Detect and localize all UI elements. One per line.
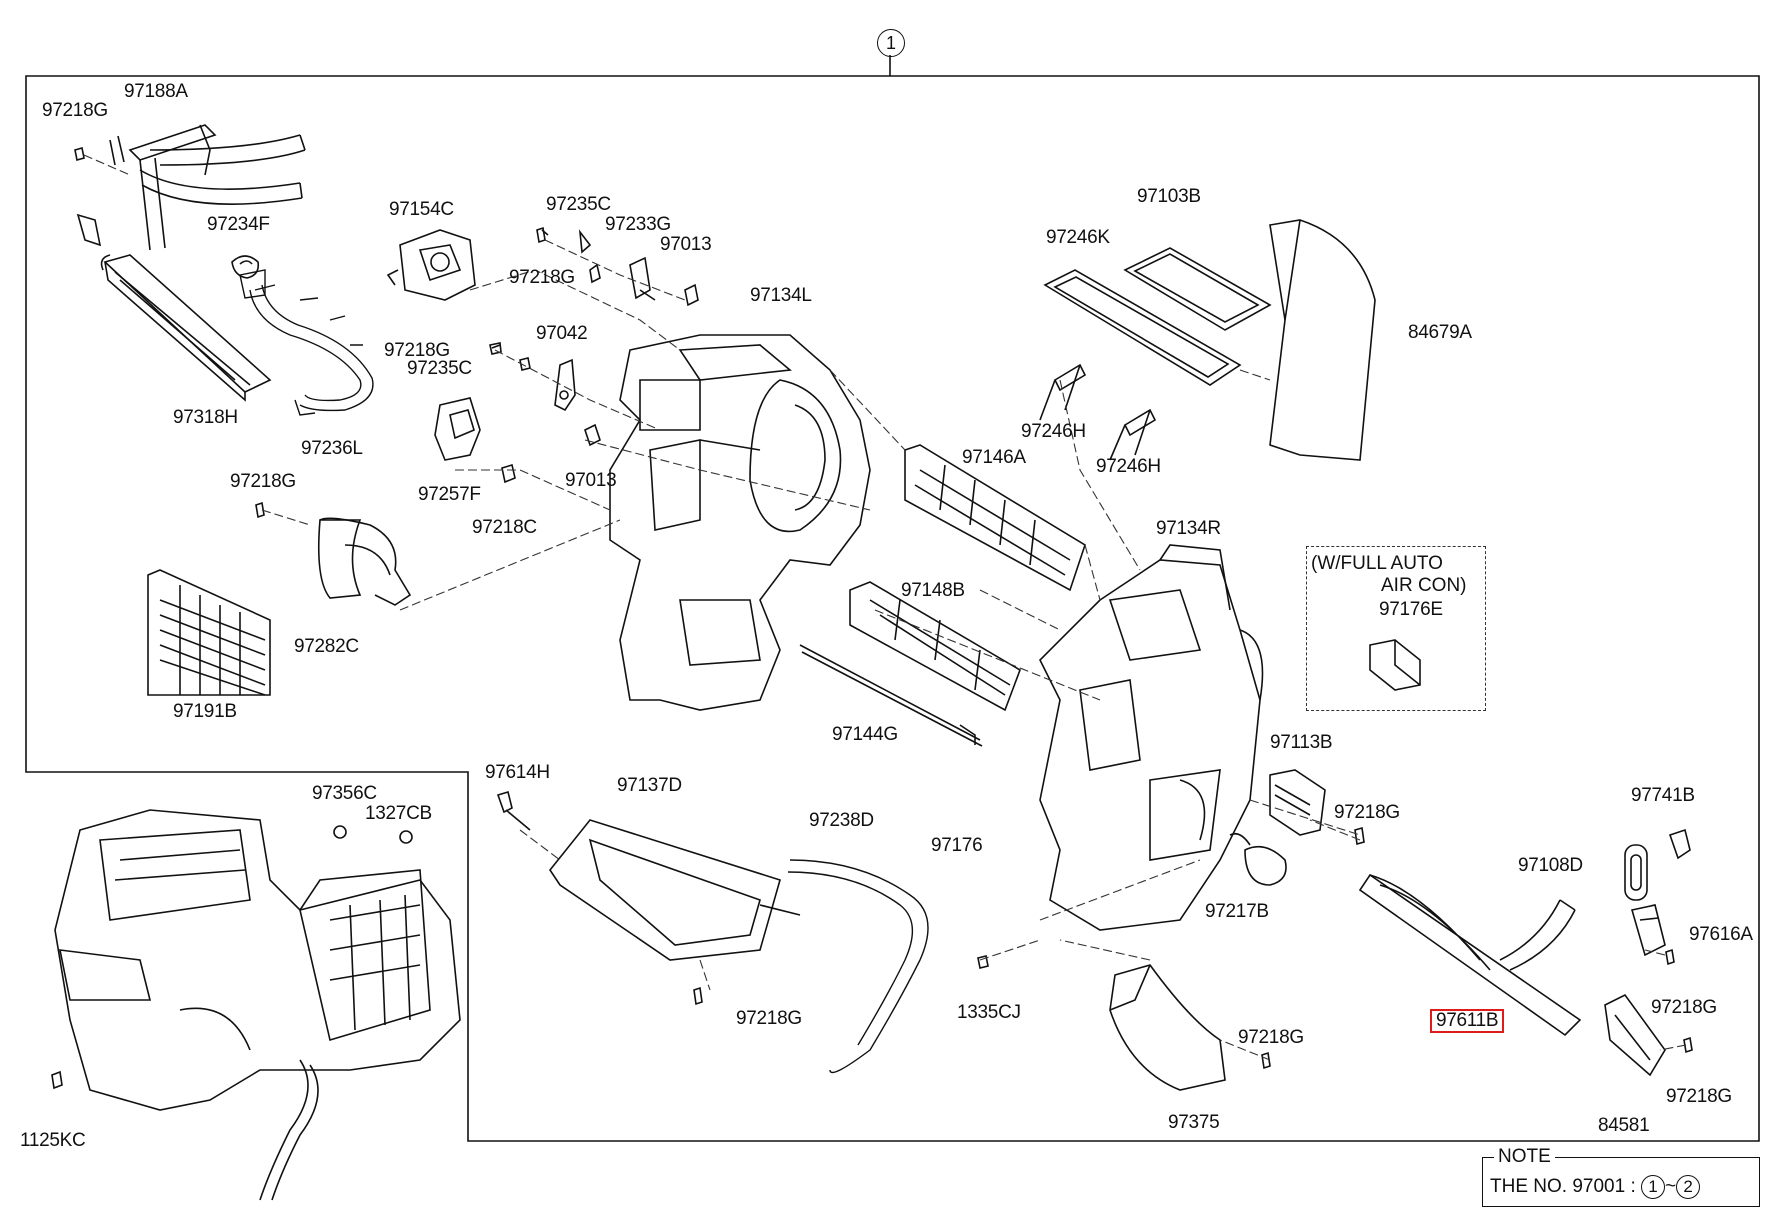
part-label-97238D[interactable]: 97238D (809, 810, 874, 831)
part-label-97234F[interactable]: 97234F (207, 214, 270, 235)
drain-hose-97238D (787, 859, 929, 1074)
part-label-97218G[interactable]: 97218G (1334, 802, 1400, 823)
part-label-97236L[interactable]: 97236L (301, 438, 363, 459)
bracket-97616A (1630, 904, 1666, 957)
heater-core-assembly (76, 124, 306, 402)
part-label-97176[interactable]: 97176 (931, 835, 983, 856)
part-label-97103B[interactable]: 97103B (1137, 186, 1201, 207)
part-label-97188A[interactable]: 97188A (124, 81, 188, 102)
note-text: THE NO. 97001 : 1~2 (1490, 1175, 1701, 1199)
grommet-97234F (231, 255, 260, 279)
part-label-97134L[interactable]: 97134L (750, 285, 812, 306)
part-label-97356C[interactable]: 97356C (312, 783, 377, 804)
note-range-start: 1 (1641, 1175, 1666, 1199)
part-label-97154C[interactable]: 97154C (389, 199, 454, 220)
part-label-97375[interactable]: 97375 (1168, 1112, 1220, 1133)
option-box-line-2: AIR CON) (1381, 575, 1467, 596)
actuator-97217B (1229, 832, 1287, 886)
heater-pipes-97611B (1358, 873, 1582, 1037)
filter-97191B (147, 569, 271, 696)
part-label-97146A[interactable]: 97146A (962, 447, 1026, 468)
part-label-97217B[interactable]: 97217B (1205, 901, 1269, 922)
part-label-1327CB[interactable]: 1327CB (365, 803, 432, 824)
main-callout-circle: 1 (877, 29, 905, 57)
part-label-97013[interactable]: 97013 (565, 470, 617, 491)
part-label-97616A[interactable]: 97616A (1689, 924, 1753, 945)
resistor-97176E (1369, 639, 1421, 691)
part-label-97257F[interactable]: 97257F (418, 484, 481, 505)
diagram-frame (25, 75, 1760, 1142)
main-callout-number: 1 (885, 33, 896, 53)
part-label-97134R[interactable]: 97134R (1156, 518, 1221, 539)
option-box-full-auto (1306, 546, 1486, 711)
part-label-97246H[interactable]: 97246H (1021, 421, 1086, 442)
note-box (1482, 1157, 1760, 1207)
case-bottom-97137D (549, 819, 801, 961)
part-label-97191B[interactable]: 97191B (173, 701, 237, 722)
filter-97103B (1123, 247, 1272, 331)
door-97148B (849, 581, 1021, 712)
bracket-84581 (1604, 993, 1666, 1077)
note-prefix: THE NO. 97001 : (1490, 1176, 1636, 1198)
link-97233G (629, 256, 656, 301)
case-half-97134R (1039, 544, 1264, 931)
clamp-97741B (1668, 828, 1691, 860)
part-label-97614H[interactable]: 97614H (485, 762, 550, 783)
part-label-97042[interactable]: 97042 (536, 323, 588, 344)
option-box-line-1: (W/FULL AUTO (1311, 553, 1443, 574)
part-label-97148B[interactable]: 97148B (901, 580, 965, 601)
part-label-97318H[interactable]: 97318H (173, 407, 238, 428)
part-label-97176E[interactable]: 97176E (1379, 599, 1443, 620)
part-label-84679A[interactable]: 84679A (1408, 322, 1472, 343)
insulation-84679A (1269, 219, 1376, 461)
part-label-97137D[interactable]: 97137D (617, 775, 682, 796)
part-label-97246H[interactable]: 97246H (1096, 456, 1161, 477)
part-label-97013[interactable]: 97013 (660, 234, 712, 255)
part-label-97611B-highlighted[interactable]: 97611B (1430, 1009, 1505, 1033)
resistor-97113B (1269, 769, 1326, 836)
part-label-97741B[interactable]: 97741B (1631, 785, 1695, 806)
sensor-97614H (496, 790, 531, 831)
actuator-97154C (386, 229, 476, 301)
part-label-97282C[interactable]: 97282C (294, 636, 359, 657)
actuator-97257F (434, 397, 481, 461)
blower-shroud-97282C (318, 517, 412, 606)
part-label-97113B[interactable]: 97113B (1270, 732, 1333, 753)
door-97146A (904, 444, 1086, 592)
part-label-97218G[interactable]: 97218G (1238, 1027, 1304, 1048)
part-label-97144G[interactable]: 97144G (832, 724, 898, 745)
lever-97042 (554, 358, 576, 412)
assembled-unit (54, 809, 461, 1201)
part-label-97218C[interactable]: 97218C (472, 517, 537, 538)
shaft-97144G (799, 644, 983, 747)
part-label-1335CJ[interactable]: 1335CJ (957, 1002, 1021, 1023)
part-label-97218G[interactable]: 97218G (1651, 997, 1717, 1018)
part-label-97218G[interactable]: 97218G (509, 267, 575, 288)
part-label-97246K[interactable]: 97246K (1046, 227, 1110, 248)
part-label-97235C[interactable]: 97235C (407, 358, 472, 379)
part-label-97218G[interactable]: 97218G (1666, 1086, 1732, 1107)
part-label-97233G[interactable]: 97233G (605, 214, 671, 235)
grommet-97108D (1624, 844, 1648, 901)
case-half-97134L (609, 334, 871, 711)
part-label-97218G[interactable]: 97218G (230, 471, 296, 492)
part-label-97235C[interactable]: 97235C (546, 194, 611, 215)
part-label-97218G[interactable]: 97218G (384, 340, 450, 361)
note-tilde: ~ (1665, 1176, 1677, 1198)
part-label-97108D[interactable]: 97108D (1518, 855, 1583, 876)
note-range-end: 2 (1676, 1175, 1701, 1199)
hose-97236L (239, 269, 374, 416)
part-label-1125KC[interactable]: 1125KC (20, 1130, 86, 1151)
part-label-97218G[interactable]: 97218G (736, 1008, 802, 1029)
duct-97375 (1109, 964, 1226, 1091)
seals-97246H (1039, 363, 1157, 461)
note-title: NOTE (1494, 1146, 1555, 1168)
part-label-97218G[interactable]: 97218G (42, 100, 108, 121)
filter-97246K (1043, 269, 1242, 386)
part-label-84581[interactable]: 84581 (1598, 1115, 1650, 1136)
